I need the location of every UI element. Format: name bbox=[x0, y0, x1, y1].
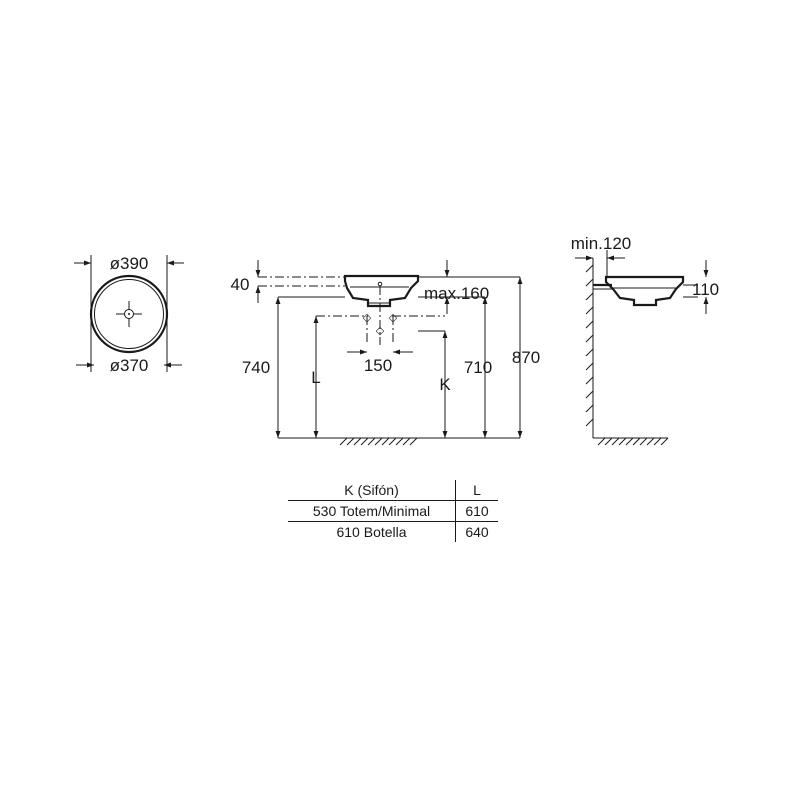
height-710-label: 710 bbox=[464, 358, 492, 377]
wall-clearance-label: min.120 bbox=[571, 234, 631, 253]
overflow-hole bbox=[377, 281, 383, 287]
table-header-k: K (Sifón) bbox=[288, 480, 456, 501]
drain-depth-label: max.160 bbox=[424, 284, 489, 303]
side-floor-hatching bbox=[597, 437, 669, 446]
basin-profile bbox=[343, 274, 420, 308]
table-header-l: L bbox=[455, 480, 498, 501]
side-view: min.120 110 bbox=[571, 234, 719, 446]
trap-marker-right: ◇ bbox=[389, 312, 398, 324]
wall-hatching bbox=[585, 264, 594, 427]
basin-inner-rim bbox=[94, 279, 164, 349]
trap-height-table: K (Sifón) L 530 Totem/Minimal 610 610 Bo… bbox=[288, 480, 498, 542]
top-view: ø390 ø370 bbox=[74, 254, 184, 375]
table-cell: 610 Botella bbox=[336, 524, 407, 540]
height-K-label: K bbox=[439, 375, 451, 394]
rim-offset-label: 40 bbox=[231, 275, 250, 294]
trap-spacing-label: 150 bbox=[364, 356, 392, 375]
height-870-label: 870 bbox=[512, 348, 540, 367]
floor-hatching bbox=[339, 437, 418, 446]
side-basin-profile bbox=[604, 275, 685, 307]
drain-marker: ◇ bbox=[376, 325, 385, 337]
trap-marker-left: ◇ bbox=[363, 312, 372, 324]
basin-height-label: 110 bbox=[692, 280, 719, 299]
table-row: 530 Totem/Minimal 610 bbox=[288, 500, 498, 522]
table-row: 610 Botella 640 bbox=[288, 521, 498, 542]
table-header-row: K (Sifón) L bbox=[288, 480, 498, 501]
outer-diameter-label: ø390 bbox=[110, 254, 149, 273]
table-cell: 610 bbox=[455, 500, 498, 522]
front-view: ◇ ◇ ◇ 150 40 max.160 740 L K 710 bbox=[231, 260, 540, 446]
table-cell: 530 Totem/Minimal bbox=[288, 500, 456, 522]
table-cell: 640 bbox=[455, 521, 498, 542]
height-740-label: 740 bbox=[242, 358, 270, 377]
inner-diameter-label: ø370 bbox=[110, 356, 149, 375]
height-L-label: L bbox=[311, 368, 320, 387]
